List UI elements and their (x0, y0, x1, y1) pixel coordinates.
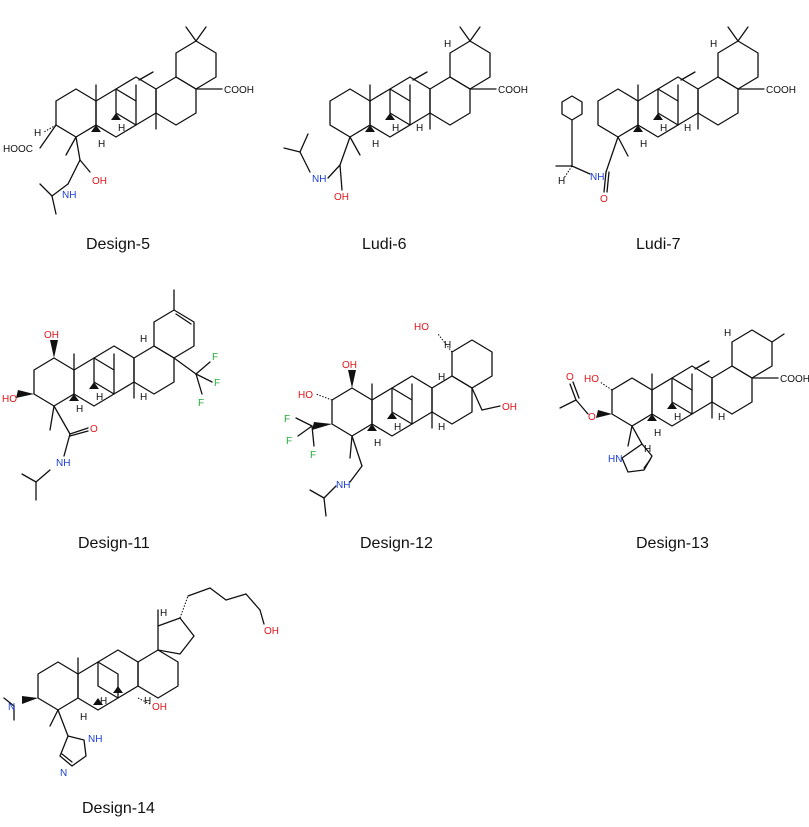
atom-label-cooh: COOH (224, 85, 254, 96)
atom-label-f: F (198, 398, 204, 409)
atom-label-h: H (416, 123, 423, 134)
atom-label-h: H (140, 334, 147, 345)
atom-label-hooc: HOOC (3, 144, 33, 155)
atom-label-h: H (160, 608, 167, 619)
atom-label-h: H (718, 412, 725, 423)
atom-label-h: H (96, 392, 103, 403)
atom-label-h: H (710, 39, 717, 50)
compound-name-ludi-6: Ludi-6 (362, 236, 407, 253)
atom-label-h: H (394, 422, 401, 433)
atom-label-h: H (392, 123, 399, 134)
atom-label-h: H (34, 128, 41, 139)
atom-label-h: H (724, 328, 731, 339)
atom-label-oh: OH (502, 402, 517, 413)
atom-label-h: H (674, 412, 681, 423)
atom-label-h: H (444, 340, 451, 351)
atom-label-h: H (444, 39, 451, 50)
atom-label-n: N (60, 768, 67, 779)
atom-label-h: H (558, 176, 565, 187)
atom-label-nh: NH (88, 734, 102, 745)
atom-label-h: H (372, 139, 379, 150)
compound-name-design-14: Design-14 (82, 800, 155, 817)
structure-ludi-7: COOH H H H H H NH O (555, 26, 796, 205)
atom-label-f: F (284, 414, 290, 425)
structure-design-11: OH HO H H H H F F F O NH (2, 289, 220, 501)
atom-label-h: H (660, 123, 667, 134)
atom-label-h: H (438, 372, 445, 383)
structure-design-13: COOH HO O O H H H H H HN (559, 328, 809, 473)
atom-label-o: O (588, 412, 596, 423)
atom-label-nh: NH (590, 172, 604, 183)
atom-label-cooh: COOH (498, 85, 528, 96)
compound-name-design-12: Design-12 (360, 535, 433, 552)
atom-label-nh: NH (336, 480, 350, 491)
atom-label-f: F (286, 436, 292, 447)
atom-label-oh: OH (152, 702, 167, 713)
atom-label-h: H (118, 123, 125, 134)
compound-name-design-13: Design-13 (636, 535, 709, 552)
atom-label-f: F (214, 378, 220, 389)
atom-label-h: H (144, 696, 151, 707)
atom-label-nh: NH (62, 190, 76, 201)
atom-label-h: H (374, 438, 381, 449)
compound-name-ludi-7: Ludi-7 (636, 236, 681, 253)
atom-label-h: H (76, 404, 83, 415)
atom-label-hn: HN (608, 454, 622, 465)
atom-label-nh: NH (312, 174, 326, 185)
atom-label-cooh: COOH (766, 85, 796, 96)
structure-design-12: HO OH HO OH H H H H H F F F NH (284, 322, 517, 517)
atom-label-oh: OH (342, 360, 357, 371)
compound-name-design-11: Design-11 (78, 535, 150, 552)
atom-label-h: H (684, 123, 691, 134)
atom-label-oh: OH (44, 330, 59, 341)
atom-label-h: H (80, 712, 87, 723)
atom-label-ho: HO (298, 390, 313, 401)
atom-label-h: H (140, 392, 147, 403)
atom-label-oh: OH (264, 626, 279, 637)
atom-label-o: O (566, 372, 574, 383)
atom-label-o: O (90, 424, 98, 435)
compound-name-design-5: Design-5 (86, 236, 151, 253)
structure-design-14: OH OH N H H H H NH N (3, 587, 279, 779)
atom-label-h: H (100, 696, 107, 707)
atom-label-h: H (654, 428, 661, 439)
atom-label-o: O (600, 194, 608, 205)
structure-ludi-6: COOH H H H H NH OH (283, 26, 528, 203)
structure-design-5: COOH HOOC H H H OH NH (3, 26, 254, 215)
atom-label-h: H (98, 139, 105, 150)
atom-label-ho: HO (414, 322, 429, 333)
atom-label-cooh: COOH (780, 374, 809, 385)
atom-label-h: H (644, 444, 651, 455)
atom-label-n: N (8, 702, 15, 713)
atom-label-h: H (640, 139, 647, 150)
atom-label-oh: OH (92, 176, 107, 187)
atom-label-f: F (212, 352, 218, 363)
atom-label-ho: HO (2, 394, 17, 405)
atom-label-h: H (438, 422, 445, 433)
atom-label-nh: NH (56, 458, 70, 469)
atom-label-f: F (310, 450, 316, 461)
atom-label-ho: HO (584, 374, 599, 385)
atom-label-oh: OH (334, 192, 349, 203)
